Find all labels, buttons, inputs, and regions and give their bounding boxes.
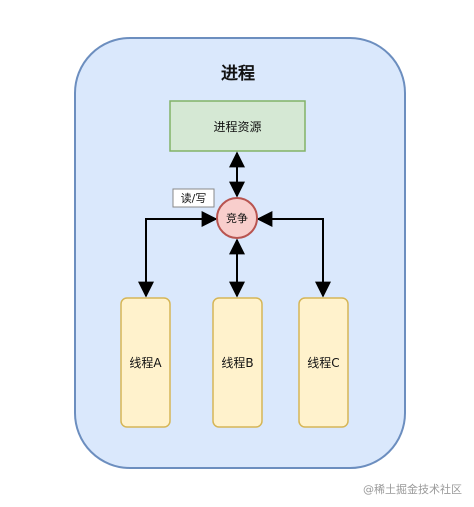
contention-thread-a-arrow: [138, 211, 218, 298]
contention-node: [216, 197, 258, 239]
thread-b-box: [212, 297, 263, 428]
process-title: 进程: [221, 64, 255, 84]
read-write-note-label: 读/写: [181, 191, 207, 205]
thread-c-label: 线程C: [307, 355, 339, 370]
read-write-note-box: [172, 188, 215, 208]
thread-c-box: [298, 297, 349, 428]
thread-b-label: 线程B: [221, 355, 253, 370]
process-resource-label: 进程资源: [213, 119, 261, 134]
thread-a-label: 线程A: [129, 355, 162, 370]
process-resource-box: [169, 100, 306, 152]
contention-thread-c-arrow: [256, 211, 331, 298]
contention-label: 竞争: [226, 211, 248, 225]
watermark-text: @稀土掘金技术社区: [363, 483, 462, 496]
thread-a-box: [120, 297, 171, 428]
